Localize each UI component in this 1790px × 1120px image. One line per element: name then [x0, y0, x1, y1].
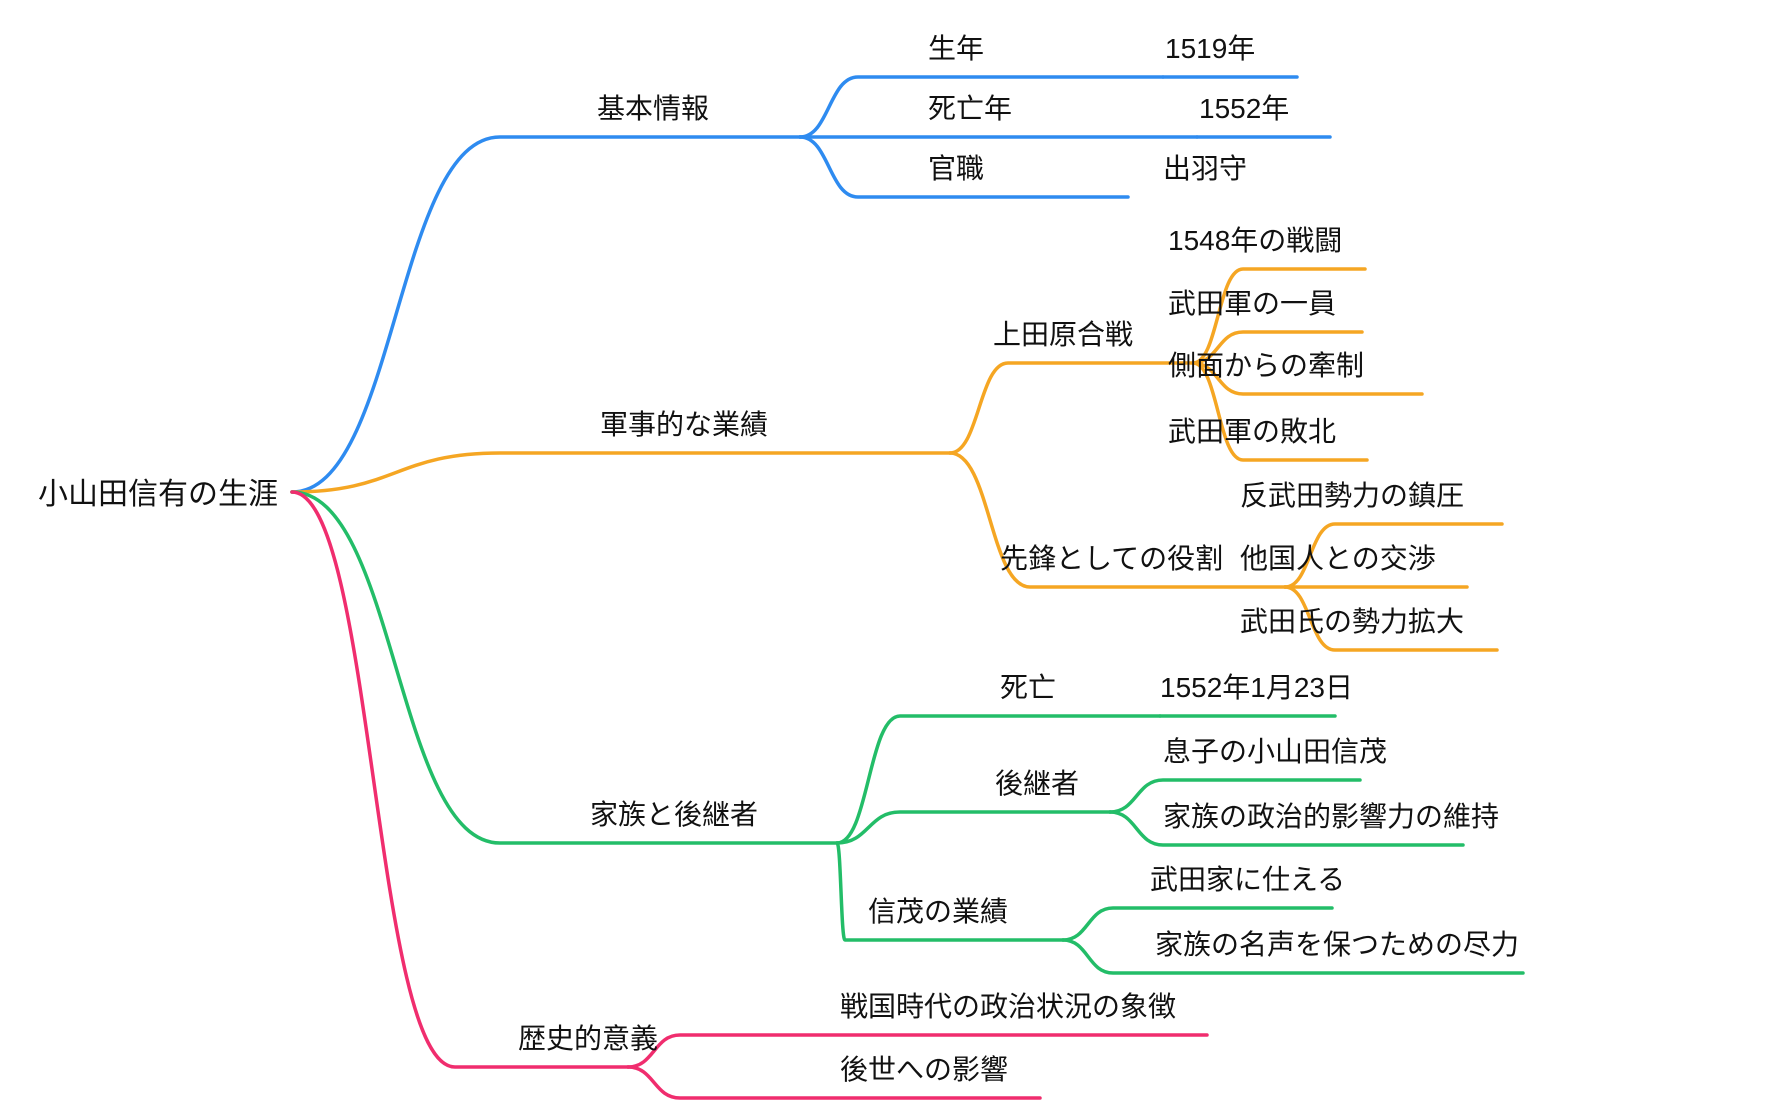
branch-link-historical-significance	[290, 490, 630, 1069]
node-basic-info[interactable]: 基本情報	[597, 93, 710, 124]
branch-link-son-oyamada-nobushige	[1108, 778, 1362, 814]
node-historical-significance[interactable]: 歴史的意義	[518, 1023, 659, 1054]
branch-link-basic-info	[290, 135, 802, 494]
node-birth-year-label[interactable]: 生年	[928, 33, 985, 64]
node-military-achievements[interactable]: 軍事的な業績	[600, 409, 769, 440]
node-maintain-family-political-influence[interactable]: 家族の政治的影響力の維持	[1163, 801, 1500, 832]
node-death-date-value[interactable]: 1552年1月23日	[1160, 672, 1354, 703]
node-birth-year-value[interactable]: 1519年	[1165, 33, 1256, 64]
branch-link-maintain-family-political-influence	[1108, 810, 1465, 847]
branch-link-takeda-clan-expansion	[1283, 585, 1499, 652]
node-battle-of-uedahara[interactable]: 上田原合戦	[993, 319, 1134, 350]
node-negotiations-with-foreigners[interactable]: 他国人との交渉	[1240, 543, 1436, 574]
branch-link-member-of-takeda-army	[1191, 330, 1364, 365]
node-nobushige-achievements[interactable]: 信茂の業績	[868, 896, 1009, 927]
branch-link-military-achievements	[290, 451, 952, 494]
node-death-year-label[interactable]: 死亡年	[928, 93, 1013, 124]
branch-link-influence-on-later-generations	[626, 1065, 1042, 1100]
node-symbol-of-sengoku-political-situation[interactable]: 戦国時代の政治状況の象徴	[840, 991, 1177, 1022]
branch-link-efforts-to-preserve-family-reputation	[1061, 938, 1525, 975]
branch-link-successor	[835, 810, 1112, 845]
node-flanking-restraint[interactable]: 側面からの牽制	[1168, 350, 1365, 381]
node-death-year-value[interactable]: 1552年	[1199, 93, 1290, 124]
branch-link-symbol-of-sengoku-political-situation	[626, 1033, 1209, 1069]
branch-link-birth-year-label	[798, 75, 1165, 139]
branch-link-serving-takeda-family	[1061, 906, 1334, 942]
node-successor[interactable]: 後継者	[995, 768, 1080, 799]
branch-link-nobushige-achievements	[835, 841, 1065, 942]
node-family-and-successors[interactable]: 家族と後継者	[590, 799, 759, 830]
node-death-label[interactable]: 死亡	[1000, 672, 1057, 703]
node-official-title-label[interactable]: 官職	[928, 153, 985, 184]
node-efforts-to-preserve-family-reputation[interactable]: 家族の名声を保つための尽力	[1155, 929, 1520, 960]
node-official-title-value[interactable]: 出羽守	[1163, 153, 1248, 184]
node-battle-of-1548[interactable]: 1548年の戦闘	[1168, 225, 1343, 256]
node-suppression-of-anti-takeda-forces[interactable]: 反武田勢力の鎮圧	[1240, 480, 1465, 511]
branch-link-battle-of-1548	[1191, 267, 1367, 365]
branch-link-death-label	[835, 714, 1162, 845]
branch-link-battle-of-uedahara	[948, 361, 1195, 455]
node-takeda-army-defeat[interactable]: 武田軍の敗北	[1168, 416, 1337, 447]
branch-link-suppression-of-anti-takeda-forces	[1283, 522, 1504, 589]
branch-link-official-title-label	[798, 135, 1130, 199]
branch-link-flanking-restraint	[1191, 361, 1424, 396]
node-takeda-clan-expansion[interactable]: 武田氏の勢力拡大	[1240, 606, 1465, 637]
branch-link-vanguard-role	[948, 451, 1287, 589]
node-vanguard-role[interactable]: 先鋒としての役割	[1000, 543, 1224, 574]
node-serving-takeda-family[interactable]: 武田家に仕える	[1150, 864, 1346, 895]
branch-link-takeda-army-defeat	[1191, 361, 1369, 462]
node-influence-on-later-generations[interactable]: 後世への影響	[840, 1054, 1009, 1085]
node-member-of-takeda-army[interactable]: 武田軍の一員	[1168, 288, 1337, 319]
node-son-oyamada-nobushige[interactable]: 息子の小山田信茂	[1163, 736, 1388, 767]
branch-link-family-and-successors	[290, 490, 839, 845]
root-node[interactable]: 小山田信有の生涯	[38, 478, 278, 511]
